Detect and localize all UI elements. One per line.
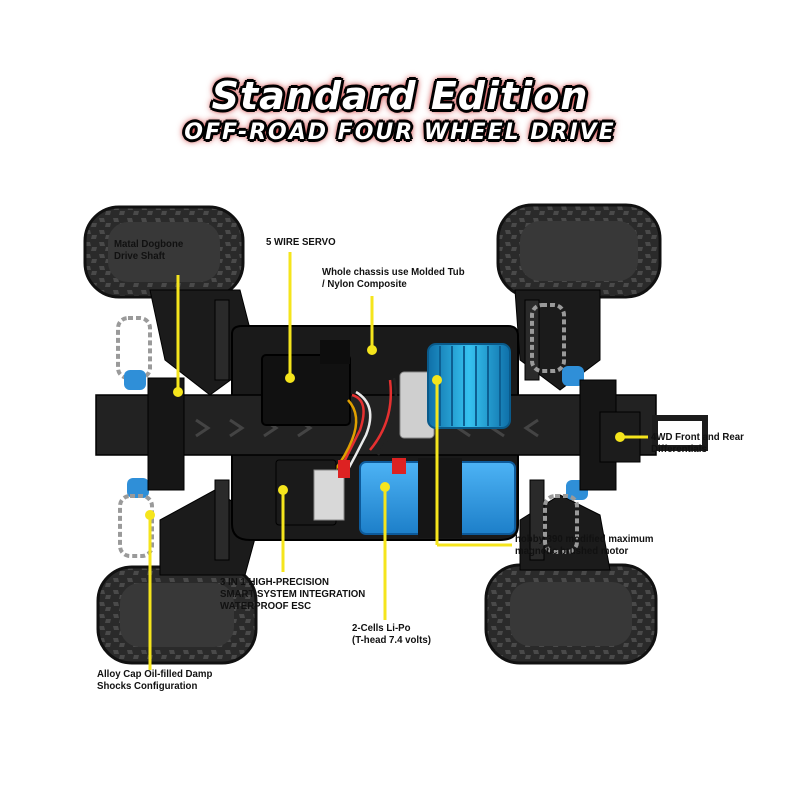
servo-unit — [261, 340, 351, 426]
label-chassis: Whole chassis use Molded Tub/ Nylon Comp… — [322, 266, 465, 290]
callout-lines — [145, 252, 648, 670]
wheel-front-right — [496, 203, 662, 299]
shock-rear-left — [118, 478, 154, 558]
wheel-rear-right — [484, 563, 658, 665]
title-off-road: OFF-ROAD FOUR WHEEL DRIVE — [184, 120, 616, 145]
label-servo: 5 WIRE SERVO — [266, 236, 336, 248]
title-standard-edition: Standard Edition — [211, 74, 589, 118]
lipo-battery — [338, 458, 516, 538]
shock-front-right — [530, 303, 584, 386]
shock-front-left — [116, 316, 152, 390]
label-battery: 2-Cells Li-Po(T-head 7.4 volts) — [352, 622, 431, 646]
wheel-front-left — [83, 205, 245, 299]
brushed-motor — [399, 343, 511, 439]
esc-unit — [275, 459, 345, 526]
